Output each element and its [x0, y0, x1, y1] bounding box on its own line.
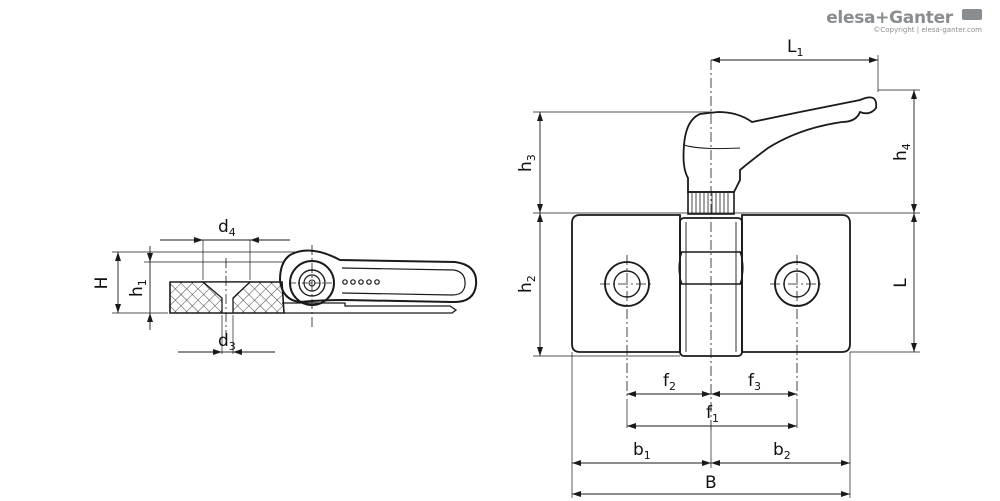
label-L: L [891, 278, 911, 288]
front-view [533, 55, 920, 498]
side-view [112, 237, 478, 355]
brand-badge-icon [962, 9, 982, 20]
label-H: H [92, 277, 112, 290]
label-h4: h4 [891, 143, 913, 161]
front-knurl-lines [691, 193, 729, 213]
label-f1: f1 [706, 403, 719, 425]
side-lever [278, 249, 478, 304]
brand-logo: elesa+Ganter ©Copyright | elesa-ganter.c… [826, 8, 982, 34]
label-d3: d3 [218, 331, 236, 353]
side-lever-dots [342, 279, 380, 285]
label-b2: b2 [773, 440, 791, 462]
label-L1: L1 [787, 37, 803, 59]
brand-name: elesa+Ganter [826, 8, 953, 28]
side-plate-right [282, 302, 458, 314]
front-left-leaf [571, 214, 681, 353]
label-h1: h1 [127, 279, 149, 297]
label-d4: d4 [218, 217, 236, 239]
label-h2: h2 [516, 275, 538, 293]
brand-copyright: ©Copyright | elesa-ganter.com [873, 26, 982, 34]
side-countersink [201, 281, 252, 314]
label-f3: f3 [748, 371, 761, 393]
label-f2: f2 [663, 371, 676, 393]
front-lever [682, 96, 878, 193]
front-right-leaf [741, 214, 851, 353]
label-b1: b1 [633, 440, 651, 462]
side-lever-inner [341, 267, 466, 296]
label-h3: h3 [516, 154, 538, 172]
label-B: B [705, 473, 717, 493]
